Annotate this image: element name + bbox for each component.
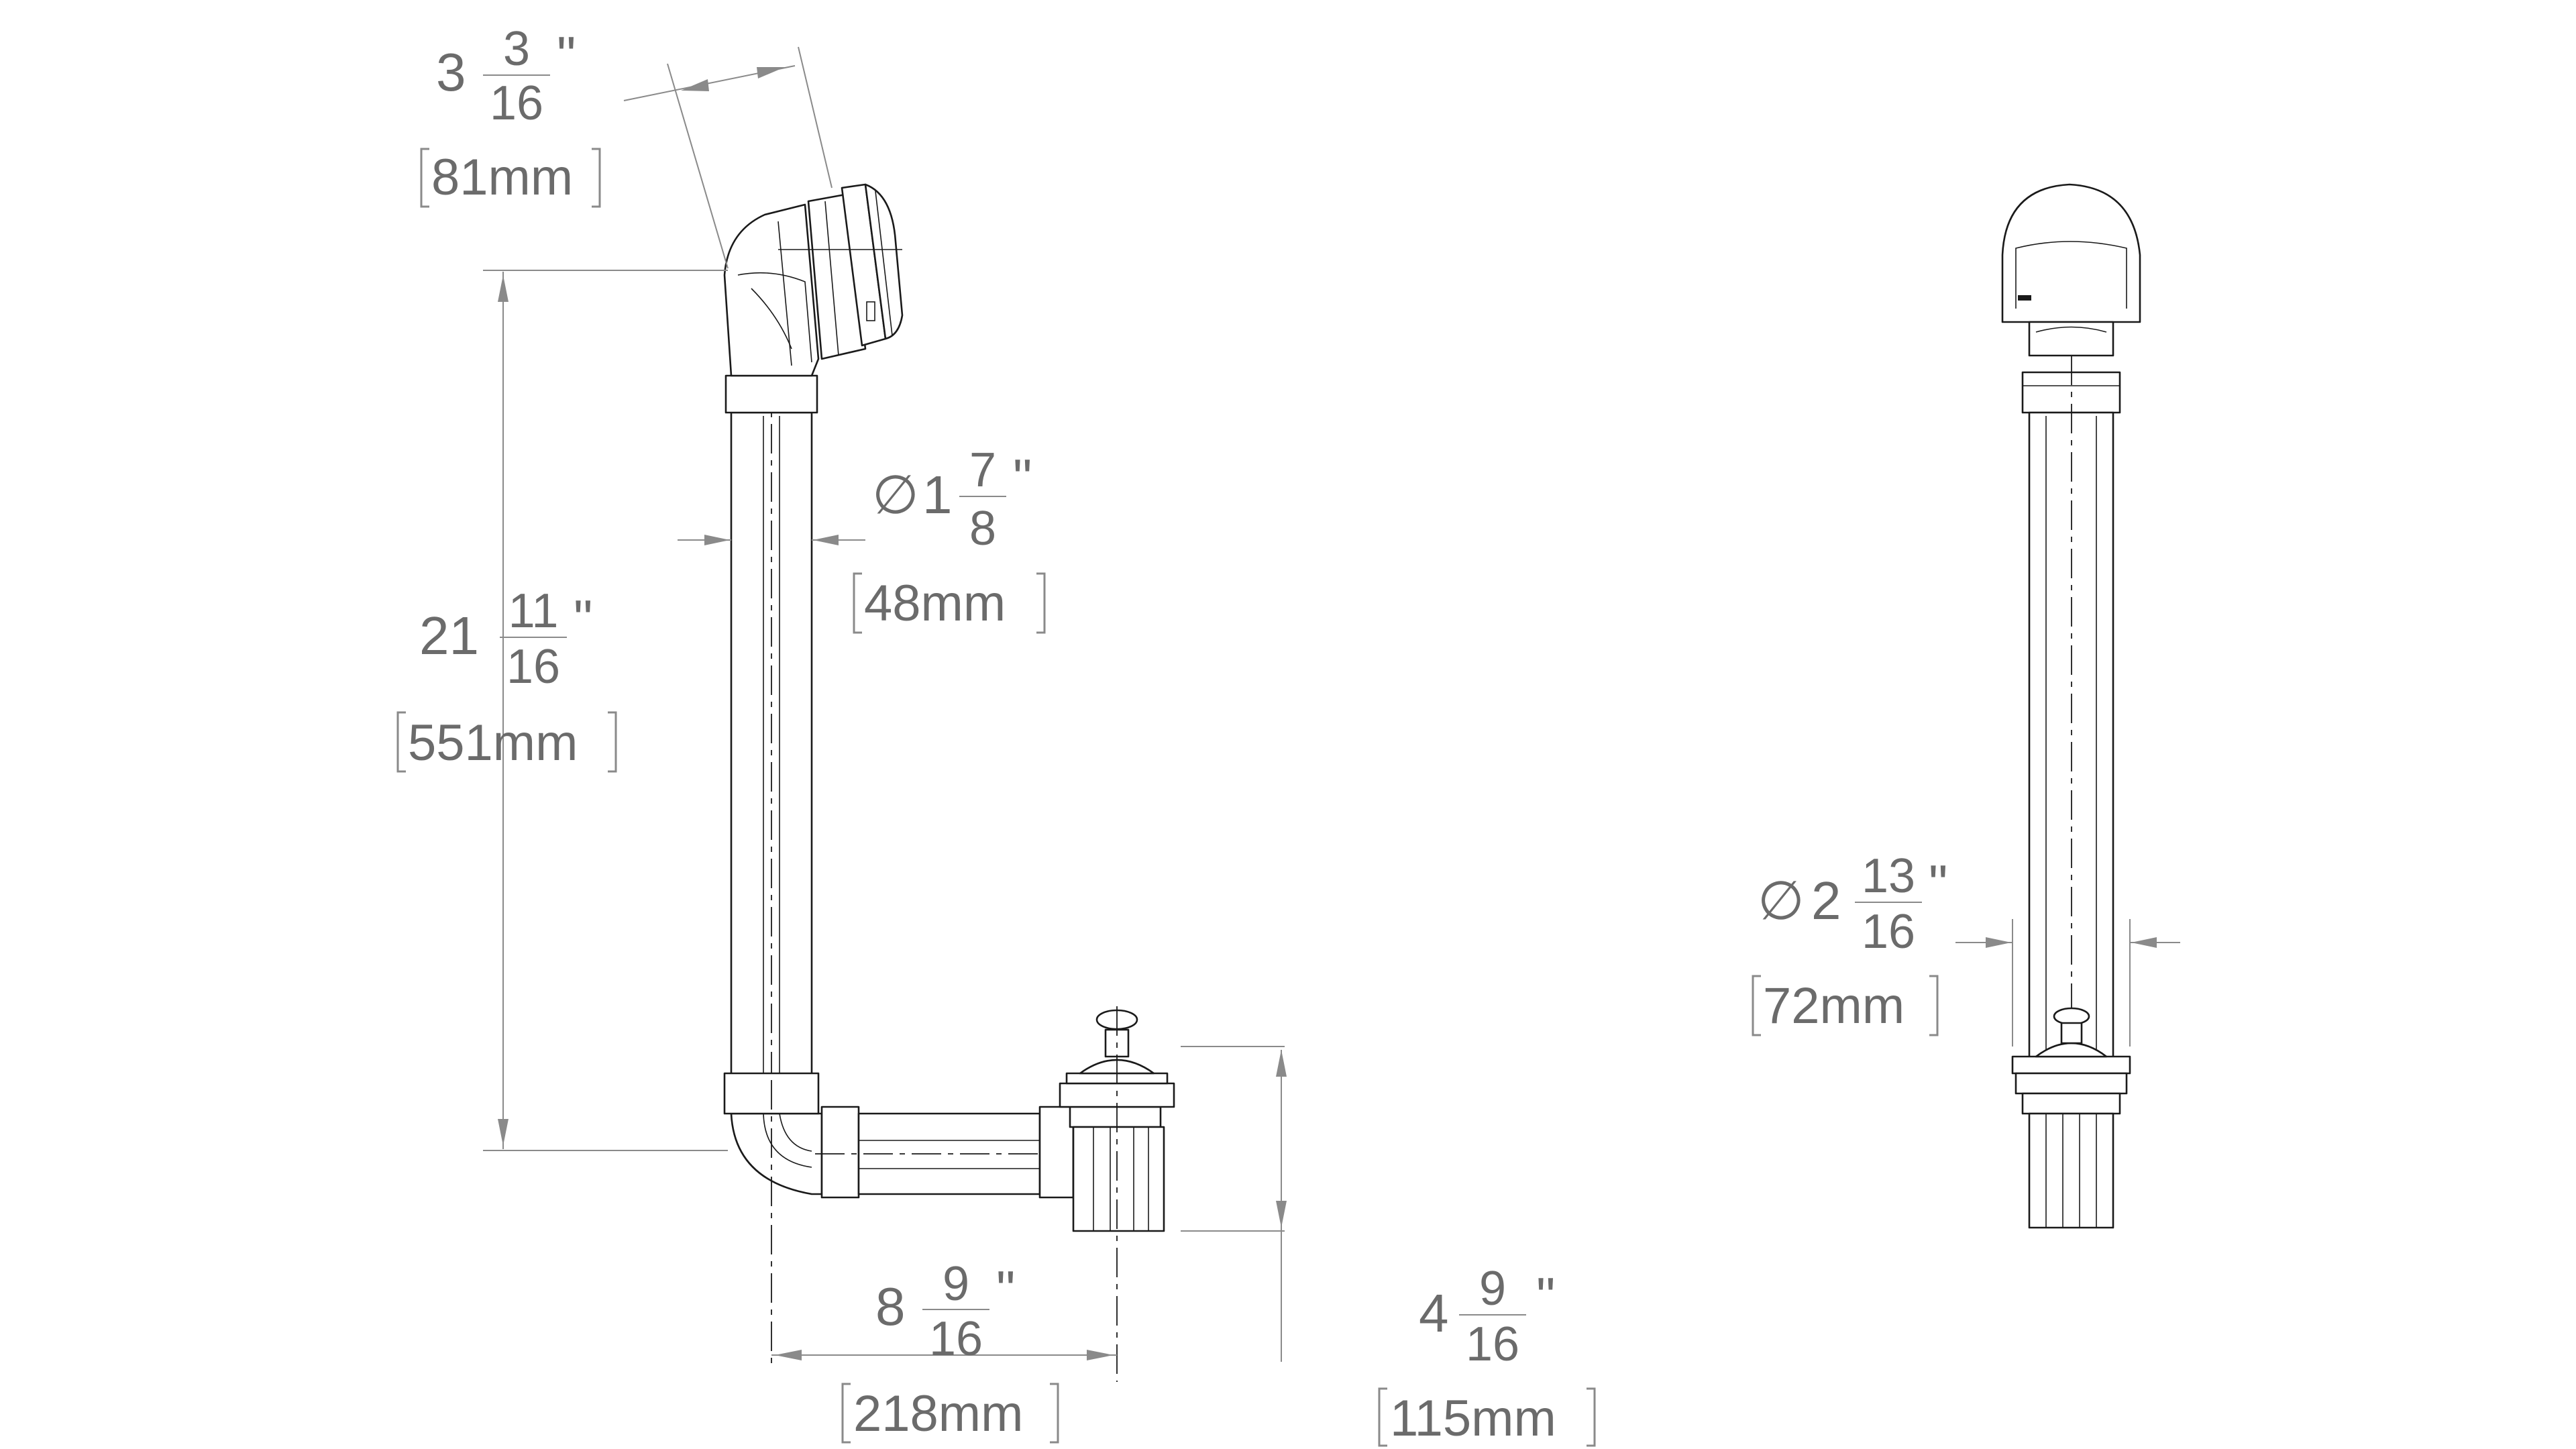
label-height-mm: 551mm [408, 714, 578, 771]
label-side-diameter-mm: 72mm [1763, 977, 1904, 1034]
bottom-elbow [723, 1072, 823, 1368]
front-view [723, 183, 1175, 1382]
label-height-whole: 21 [419, 606, 479, 665]
vertical-pipe [730, 376, 813, 1085]
label-height-unit: " [574, 589, 592, 649]
label-pipe-diameter-mm: 48mm [864, 575, 1006, 632]
label-top-offset: 3 3 16 " 81mm [420, 22, 601, 208]
label-side-diameter-unit: " [1929, 854, 1947, 914]
label-height-den: 16 [506, 640, 560, 694]
label-side-diameter-whole: 2 [1811, 871, 1841, 930]
label-drain-height-unit: " [1536, 1267, 1555, 1326]
label-side-diameter-num: 13 [1862, 849, 1915, 903]
dim-length [771, 1350, 1117, 1360]
label-top-offset-mm: 81mm [431, 149, 573, 206]
label-pipe-diameter-symbol: ∅ [872, 465, 919, 525]
label-top-offset-whole: 3 [436, 42, 466, 102]
label-side-diameter-symbol: ∅ [1758, 871, 1805, 930]
overflow-elbow [723, 183, 904, 377]
horizontal-pipe [815, 1106, 1087, 1199]
drain-body [1059, 1006, 1175, 1382]
label-pipe-diameter: ∅ 1 7 8 " 48mm [853, 443, 1046, 634]
label-length-den: 16 [929, 1312, 983, 1366]
label-length-whole: 8 [875, 1277, 906, 1336]
label-side-diameter: ∅ 2 13 16 " 72mm [1752, 849, 1947, 1036]
side-pipe [2028, 356, 2114, 1087]
label-top-offset-unit: " [557, 25, 576, 85]
dim-pipe-diameter [678, 535, 865, 545]
top-coupling [724, 374, 818, 414]
label-top-offset-num: 3 [503, 22, 530, 76]
label-drain-height-num: 9 [1479, 1262, 1506, 1316]
label-pipe-diameter-den: 8 [969, 502, 996, 555]
label-side-diameter-den: 16 [1862, 905, 1915, 959]
label-drain-height-mm: 115mm [1390, 1390, 1556, 1447]
dim-side-diameter [1955, 919, 2180, 1046]
label-length-num: 9 [943, 1257, 969, 1311]
label-drain-height: 4 9 16 " 115mm [1378, 1262, 1596, 1447]
label-length-mm: 218mm [853, 1385, 1023, 1442]
label-length: 8 9 16 " 218mm [841, 1257, 1059, 1444]
label-length-unit: " [996, 1260, 1015, 1320]
side-drain [2011, 1007, 2131, 1229]
label-top-offset-den: 16 [490, 76, 543, 130]
label-pipe-diameter-whole: 1 [922, 465, 953, 525]
dim-drain-height [1181, 1046, 1287, 1362]
label-height-num: 11 [508, 584, 559, 638]
label-pipe-diameter-num: 7 [969, 443, 996, 497]
label-drain-height-whole: 4 [1419, 1283, 1449, 1343]
label-pipe-diameter-unit: " [1013, 448, 1032, 508]
dim-height [483, 270, 728, 1151]
dim-top-offset [623, 46, 833, 269]
side-view [2001, 183, 2141, 1229]
label-drain-height-den: 16 [1466, 1318, 1519, 1371]
side-overflow-cap [2001, 183, 2141, 414]
label-height: 21 11 16 " 551mm [396, 584, 617, 773]
